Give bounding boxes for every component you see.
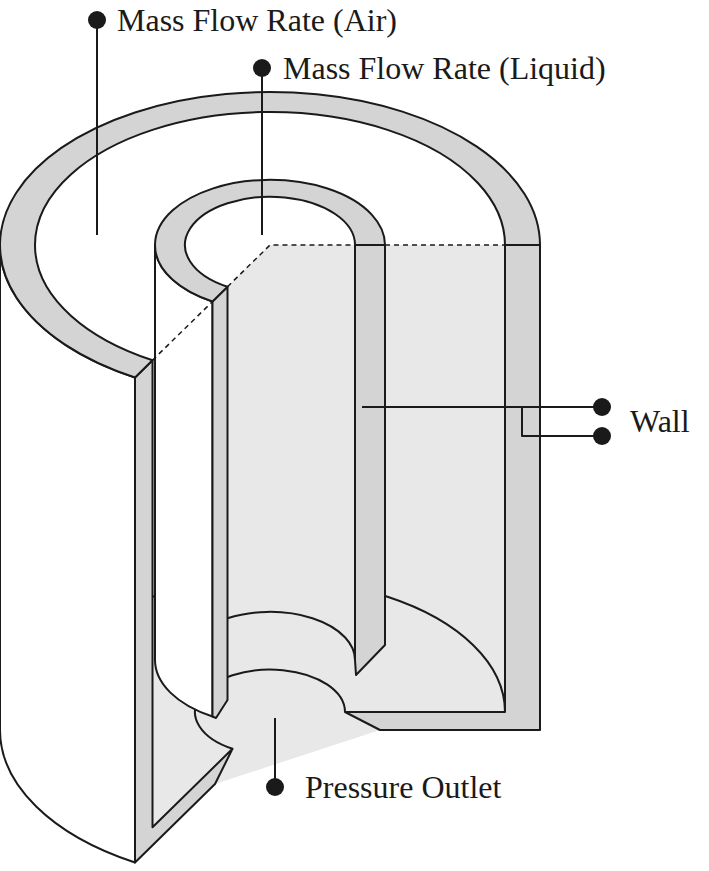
leader-dots bbox=[88, 11, 611, 796]
leader-dot bbox=[88, 11, 106, 29]
callout-label: Mass Flow Rate (Liquid) bbox=[283, 52, 606, 84]
callout-label: Wall bbox=[630, 405, 690, 437]
callout-label: Mass Flow Rate (Air) bbox=[117, 4, 397, 36]
leader-dot bbox=[593, 398, 611, 416]
leader-dot bbox=[593, 427, 611, 445]
leader-dot bbox=[253, 59, 271, 77]
tube-top-ring bbox=[155, 180, 385, 302]
outer-top-ring bbox=[0, 92, 540, 378]
leader-line bbox=[261, 68, 263, 235]
tube-interior bbox=[228, 245, 356, 660]
inner-tube bbox=[155, 245, 213, 717]
cut-edge bbox=[385, 244, 505, 246]
leader-line bbox=[522, 407, 602, 436]
interior-section bbox=[153, 245, 506, 827]
leader-line bbox=[96, 20, 98, 235]
tube-wall-front bbox=[213, 287, 228, 718]
leaders bbox=[97, 20, 602, 787]
cut-edge bbox=[228, 245, 356, 287]
tube-bottom-edge bbox=[228, 612, 356, 660]
outer-wall-front bbox=[135, 360, 233, 862]
leader-dot bbox=[266, 778, 284, 796]
leader-line bbox=[362, 406, 602, 408]
tube-wall-right bbox=[355, 245, 385, 675]
cut-edge bbox=[153, 302, 213, 361]
cut-edges bbox=[153, 245, 506, 360]
outer-wall-right bbox=[345, 245, 540, 730]
leader-line bbox=[274, 718, 276, 787]
callout-label: Pressure Outlet bbox=[305, 771, 501, 803]
